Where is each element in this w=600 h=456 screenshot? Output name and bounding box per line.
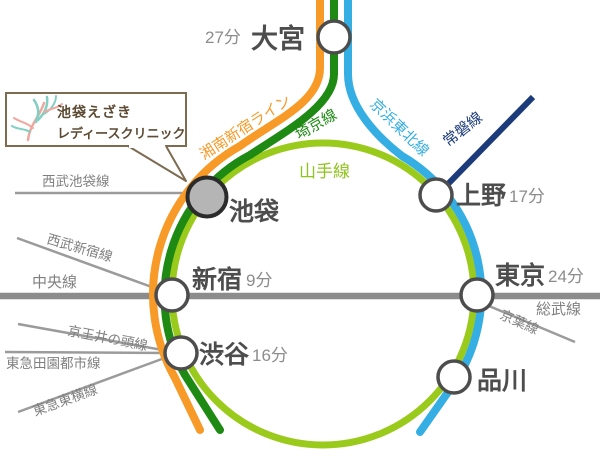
- station-ueno-marker: [418, 177, 454, 213]
- seibu-ikebukuro-label: 西武池袋線: [42, 174, 110, 189]
- clinic-callout: 池袋えざき レディースクリニック: [5, 92, 187, 182]
- sobu-label: 総武線: [536, 301, 581, 318]
- keiyo-line: [488, 304, 576, 344]
- station-tokyo-marker: [459, 277, 495, 313]
- station-ikebukuro-label: 池袋: [229, 197, 280, 226]
- keio-inokashira-label: 京王井の頭線: [66, 323, 149, 353]
- seibu-shinjuku-label: 西武新宿線: [45, 231, 115, 265]
- tokyu-denentoshi-line: [4, 350, 171, 355]
- chuo-label: 中央線: [32, 274, 77, 291]
- clinic-callout-tail-patch: [129, 144, 165, 148]
- station-shinagawa-label: 品川: [477, 367, 527, 395]
- yamanote-label: 山手線: [299, 162, 350, 181]
- station-tokyo-label: 東京: [495, 261, 545, 290]
- clinic-callout-tail: [127, 145, 187, 182]
- station-shibuya-marker: [163, 335, 199, 371]
- station-shinjuku-label: 新宿: [192, 265, 242, 294]
- joban-label: 常磐線: [440, 109, 486, 150]
- joban-line: [443, 94, 536, 189]
- station-tokyo-time: 24分: [548, 267, 584, 286]
- tokyu-toyoko-line: [17, 354, 171, 414]
- clinic-name-line2: レディースクリニック: [57, 126, 185, 141]
- station-shinagawa-marker: [436, 359, 472, 395]
- clinic-name-line1: 池袋えざき: [57, 104, 132, 120]
- keio-inokashira-line: [17, 322, 169, 353]
- tokyu-toyoko-label: 東急東横線: [31, 381, 100, 418]
- keiyo-label: 京葉線: [498, 307, 542, 337]
- station-shibuya-time: 16分: [252, 346, 288, 365]
- station-omiya-label: 大宮: [251, 23, 305, 54]
- station-shinjuku-marker: [154, 277, 190, 313]
- station-omiya-time: 27分: [205, 28, 241, 47]
- clinic-plant-icon: [11, 95, 63, 142]
- station-ueno-label: 上野: [456, 182, 506, 210]
- station-ueno-time: 17分: [509, 187, 545, 206]
- station-shinjuku-time: 9分: [246, 271, 272, 290]
- station-omiya-marker: [316, 19, 352, 55]
- seibu-shinjuku-line: [16, 236, 161, 292]
- tokyu-denentoshi-label: 東急田園都市線: [6, 355, 101, 371]
- station-shibuya-label: 渋谷: [199, 341, 250, 369]
- station-ikebukuro-marker: [185, 175, 229, 219]
